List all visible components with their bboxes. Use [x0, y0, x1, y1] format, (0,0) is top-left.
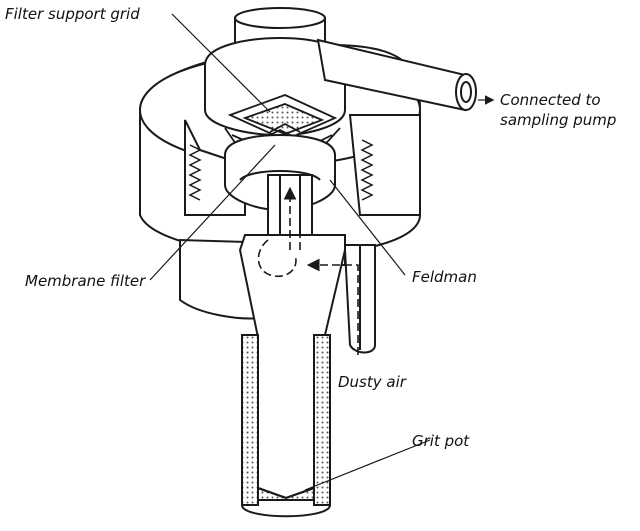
label-feldman: Feldman — [412, 268, 477, 286]
label-grit-pot: Grit pot — [412, 432, 470, 450]
grit-pot — [241, 334, 331, 518]
label-connected-to: Connected to — [500, 91, 601, 109]
outlet-pipe — [316, 38, 477, 112]
tangential-inlet — [344, 244, 376, 354]
label-dusty-air: Dusty air — [338, 373, 407, 391]
label-membrane-filter: Membrane filter — [25, 272, 146, 290]
airflow-arrows — [257, 186, 359, 355]
label-sampling-pump: sampling pump — [500, 111, 616, 129]
label-filter-support-grid: Filter support grid — [5, 5, 140, 23]
filter-assembly — [224, 94, 341, 152]
thread-right — [360, 139, 374, 201]
leader-lines — [149, 13, 495, 491]
thread-left — [188, 144, 202, 201]
